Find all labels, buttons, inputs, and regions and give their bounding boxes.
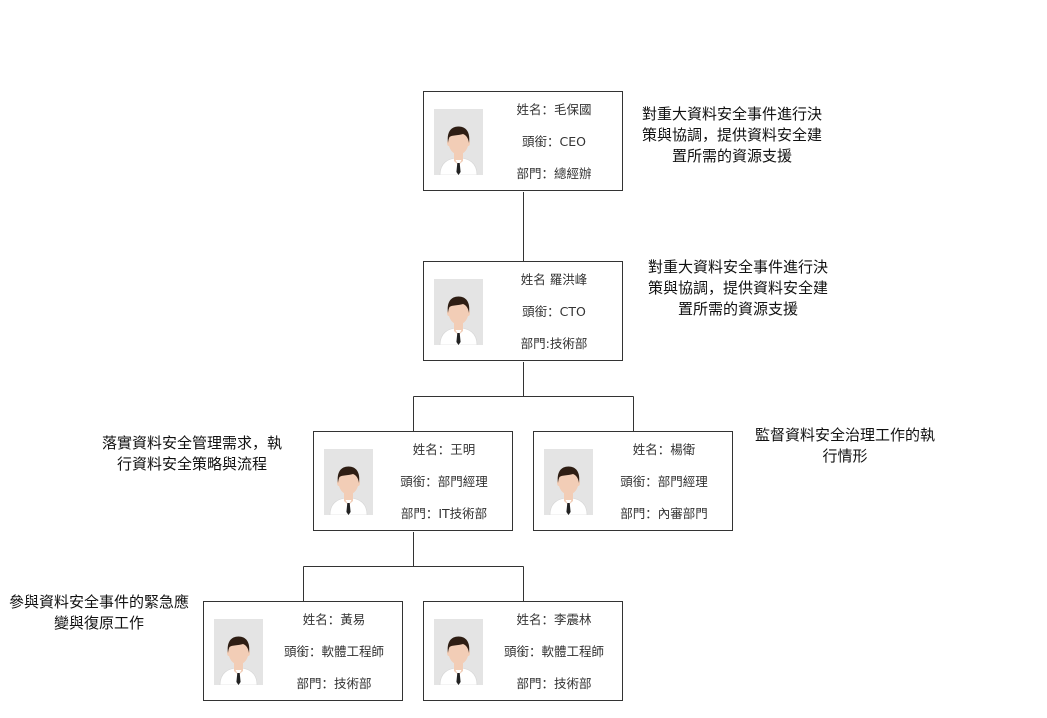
description-engineer-1: 參與資料安全事件的緊急應 變與復原工作 bbox=[0, 592, 198, 634]
title-label: 頭銜：部門經理 bbox=[620, 474, 708, 489]
person-avatar-icon bbox=[434, 619, 483, 685]
edge-it-engineers bbox=[303, 532, 524, 601]
description-ceo: 對重大資料安全事件進行決 策與協調，提供資料安全建 置所需的資源支援 bbox=[632, 104, 832, 167]
org-card-cto[interactable]: 姓名 羅洪峰 頭銜：CTO 部門:技術部 bbox=[423, 261, 623, 361]
name-label: 姓名：毛保國 bbox=[516, 102, 592, 117]
person-avatar-icon bbox=[214, 619, 263, 685]
name-label: 姓名：楊衛 bbox=[632, 442, 696, 457]
org-card-engineer-2[interactable]: 姓名：李震林 頭銜：軟體工程師 部門：技術部 bbox=[423, 601, 623, 701]
description-line: 變與復原工作 bbox=[53, 614, 144, 632]
org-card-audit-manager[interactable]: 姓名：楊衛 頭銜：部門經理 部門：內審部門 bbox=[533, 431, 733, 531]
name-label: 姓名：黃易 bbox=[302, 612, 366, 627]
name-label: 姓名：李震林 bbox=[516, 612, 592, 627]
title-label: 頭銜：CTO bbox=[522, 304, 586, 319]
org-card-engineer-1[interactable]: 姓名：黃易 頭銜：軟體工程師 部門：技術部 bbox=[203, 601, 403, 701]
dept-label: 部門：技術部 bbox=[296, 676, 372, 691]
description-line: 對重大資料安全事件進行決 bbox=[647, 258, 828, 276]
dept-label: 部門:技術部 bbox=[520, 336, 588, 351]
description-it-manager: 落實資料安全管理需求，執 行資料安全策略與流程 bbox=[92, 433, 292, 475]
title-label: 頭銜：CEO bbox=[522, 134, 586, 149]
description-line: 策與協調，提供資料安全建 bbox=[647, 279, 828, 297]
description-line: 參與資料安全事件的緊急應 bbox=[8, 593, 189, 611]
title-label: 頭銜：軟體工程師 bbox=[283, 644, 384, 659]
edge-cto-managers bbox=[413, 362, 634, 431]
dept-label: 部門：總經辦 bbox=[516, 166, 592, 181]
dept-label: 部門：IT技術部 bbox=[400, 506, 488, 521]
description-line: 落實資料安全管理需求，執 bbox=[101, 434, 282, 452]
person-avatar-icon bbox=[434, 109, 483, 175]
person-avatar-icon bbox=[324, 449, 373, 515]
person-avatar-icon bbox=[544, 449, 593, 515]
title-label: 頭銜：部門經理 bbox=[400, 474, 488, 489]
description-line: 行情形 bbox=[822, 447, 868, 465]
description-line: 策與協調，提供資料安全建 bbox=[641, 126, 822, 144]
org-card-ceo[interactable]: 姓名：毛保國 頭銜：CEO 部門：總經辦 bbox=[423, 91, 623, 191]
org-card-it-manager[interactable]: 姓名：王明 頭銜：部門經理 部門：IT技術部 bbox=[313, 431, 513, 531]
description-cto: 對重大資料安全事件進行決 策與協調，提供資料安全建 置所需的資源支援 bbox=[638, 257, 838, 320]
name-label: 姓名 羅洪峰 bbox=[520, 272, 588, 287]
dept-label: 部門：內審部門 bbox=[620, 506, 708, 521]
description-line: 置所需的資源支援 bbox=[677, 300, 798, 318]
name-label: 姓名：王明 bbox=[412, 442, 476, 457]
description-line: 置所需的資源支援 bbox=[671, 147, 792, 165]
dept-label: 部門：技術部 bbox=[516, 676, 592, 691]
title-label: 頭銜：軟體工程師 bbox=[503, 644, 604, 659]
description-line: 行資料安全策略與流程 bbox=[116, 455, 267, 473]
description-line: 對重大資料安全事件進行決 bbox=[641, 105, 822, 123]
person-avatar-icon bbox=[434, 279, 483, 345]
description-line: 監督資料安全治理工作的執 bbox=[754, 426, 935, 444]
description-audit-manager: 監督資料安全治理工作的執 行情形 bbox=[745, 425, 945, 467]
